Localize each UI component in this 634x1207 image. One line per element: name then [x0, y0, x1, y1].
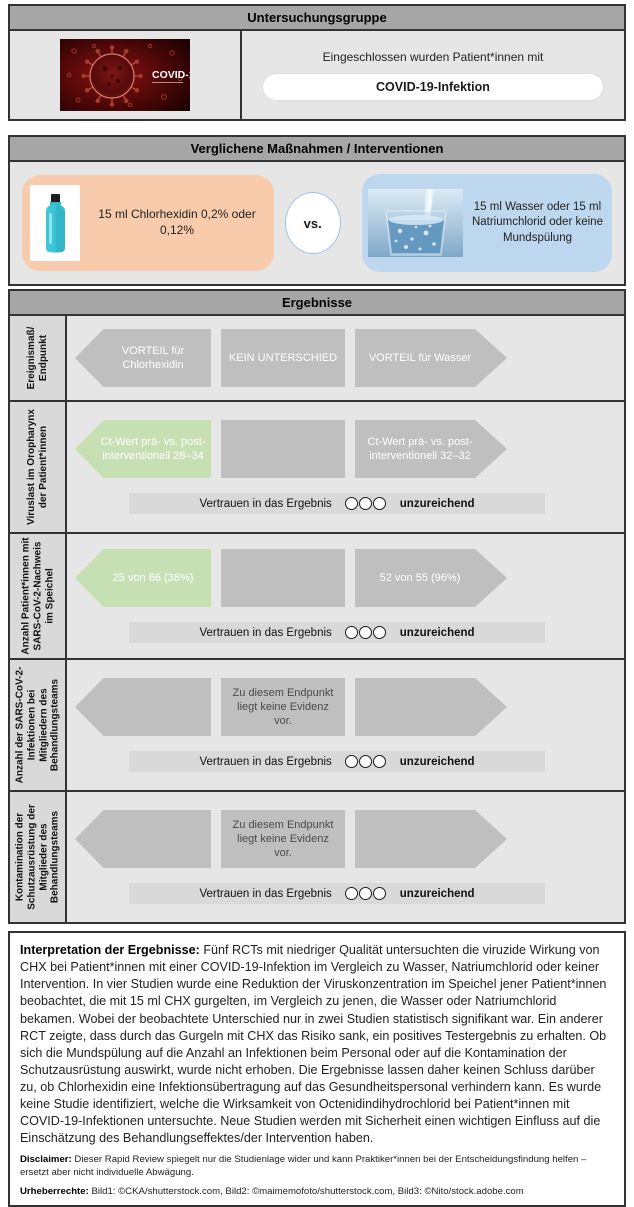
- covid-image-cell: COVID-19: [10, 31, 242, 119]
- viral-load-left-arrow: Ct-Wert prä- vs. post-interventionell 28…: [75, 420, 211, 478]
- water-text: 15 ml Wasser oder 15 ml Natriumchlorid o…: [471, 200, 603, 244]
- confidence-rating: unzureichend: [399, 497, 475, 510]
- interventions-content: 15 ml Chlorhexidin 0,2% oder 0,12% vs.: [10, 162, 624, 284]
- chlorhexidine-text: 15 ml Chlorhexidin 0,2% oder 0,12%: [98, 207, 256, 237]
- interpretation-paragraph: Interpretation der Ergebnisse: Fünf RCTs…: [20, 942, 614, 1148]
- water-box: 15 ml Wasser oder 15 ml Natriumchlorid o…: [361, 174, 612, 272]
- saliva-right-arrow: 52 von 55 (96%): [355, 549, 507, 607]
- result-row-team-infections: Anzahl der SARS-CoV-2-Infektionen bei Mi…: [10, 658, 624, 790]
- results-header: Ergebnisse: [10, 291, 624, 316]
- confidence-circles-icon: [345, 497, 387, 510]
- viral-load-middle-box: [221, 420, 345, 478]
- confidence-rating: unzureichend: [399, 887, 475, 900]
- study-group-content: COVID-19 Eingeschlossen wurden Patient*i…: [10, 31, 624, 119]
- result-row-viral-load: Viruslast im Oropharynx der Patient*inne…: [10, 400, 624, 532]
- legend-right-arrow: VORTEIL für Wasser: [355, 329, 507, 387]
- covid-image-caption: COVID-19: [152, 69, 190, 81]
- team-infections-right-arrow: [355, 678, 507, 736]
- confidence-bar: Vertrauen in das Ergebnis unzureichend: [129, 883, 545, 904]
- result-row-saliva-detection: Anzahl Patient*innen mit SARS-CoV-2-Nach…: [10, 532, 624, 658]
- disclaimer: Disclaimer: Dieser Rapid Review spiegelt…: [20, 1153, 587, 1179]
- saliva-middle-box: [221, 549, 345, 607]
- viral-load-label: Viruslast im Oropharynx der Patient*inne…: [25, 409, 49, 525]
- interventions-header: Verglichene Maßnahmen / Interventionen: [10, 137, 624, 162]
- mouthwash-bottle-image: [30, 185, 80, 261]
- confidence-circles-icon: [345, 755, 387, 768]
- legend-middle-box: KEIN UNTERSCHIED: [221, 329, 345, 387]
- confidence-label: Vertrauen in das Ergebnis: [199, 755, 332, 768]
- copyright: Urheberrechte: Bild1: ©CKA/shutterstock.…: [20, 1186, 524, 1198]
- confidence-rating: unzureichend: [399, 755, 475, 768]
- legend-left-arrow: VORTEIL für Chlorhexidin: [75, 329, 211, 387]
- section-study-group: Untersuchungsgruppe: [8, 4, 626, 121]
- viral-load-right-arrow: Ct-Wert prä- vs. post-interventionell 32…: [355, 420, 507, 478]
- covid-virus-image: COVID-19: [60, 39, 190, 111]
- result-row-legend: Ereignismaß/ Endpunkt VORTEIL für Chlorh…: [10, 316, 624, 400]
- result-row-ppe-contamination: Kontamination der Schutzausrüstung der M…: [10, 790, 624, 922]
- confidence-label: Vertrauen in das Ergebnis: [199, 887, 332, 900]
- interpretation-body: Fünf RCTs mit niedriger Qualität untersu…: [20, 943, 607, 1146]
- condition-pill: COVID-19-Infektion: [263, 74, 603, 100]
- chlorhexidine-box: 15 ml Chlorhexidin 0,2% oder 0,12%: [22, 175, 274, 271]
- endpoint-label: Ereignismaß/ Endpunkt: [25, 326, 49, 390]
- confidence-label: Vertrauen in das Ergebnis: [199, 626, 332, 639]
- inclusion-intro-text: Eingeschlossen wurden Patient*innen mit: [322, 50, 544, 64]
- interpretation-title: Interpretation der Ergebnisse:: [20, 943, 200, 957]
- saliva-detection-label: Anzahl Patient*innen mit SARS-CoV-2-Nach…: [19, 537, 55, 655]
- team-infections-label: Anzahl der SARS-CoV-2-Infektionen bei Mi…: [13, 666, 61, 784]
- disclaimer-label: Disclaimer:: [20, 1153, 72, 1165]
- team-infections-middle-box: Zu diesem Endpunkt liegt keine Evidenz v…: [221, 678, 345, 736]
- confidence-bar: Vertrauen in das Ergebnis unzureichend: [129, 751, 545, 772]
- confidence-circles-icon: [345, 887, 387, 900]
- confidence-bar: Vertrauen in das Ergebnis unzureichend: [129, 493, 545, 514]
- vs-circle: vs.: [284, 192, 341, 254]
- study-group-header: Untersuchungsgruppe: [10, 6, 624, 31]
- saliva-left-arrow: 25 von 66 (38%): [75, 549, 211, 607]
- ppe-contamination-label: Kontamination der Schutzausrüstung der M…: [13, 804, 61, 910]
- ppe-middle-box: Zu diesem Endpunkt liegt keine Evidenz v…: [221, 810, 345, 868]
- water-glass-image: [367, 189, 463, 257]
- ppe-right-arrow: [355, 810, 507, 868]
- section-results: Ergebnisse Ereignismaß/ Endpunkt VORTEIL…: [8, 289, 626, 924]
- confidence-circles-icon: [345, 626, 387, 639]
- confidence-bar: Vertrauen in das Ergebnis unzureichend: [129, 622, 545, 643]
- study-group-text-cell: Eingeschlossen wurden Patient*innen mit …: [242, 31, 624, 119]
- confidence-rating: unzureichend: [399, 626, 475, 639]
- copyright-label: Urheberrechte:: [20, 1186, 89, 1198]
- section-interventions: Verglichene Maßnahmen / Interventionen 1…: [8, 135, 626, 286]
- team-infections-left-arrow: [75, 678, 211, 736]
- confidence-label: Vertrauen in das Ergebnis: [199, 497, 332, 510]
- section-interpretation: Interpretation der Ergebnisse: Fünf RCTs…: [8, 931, 626, 1207]
- ppe-left-arrow: [75, 810, 211, 868]
- endpoint-label-cell: Ereignismaß/ Endpunkt: [10, 316, 67, 400]
